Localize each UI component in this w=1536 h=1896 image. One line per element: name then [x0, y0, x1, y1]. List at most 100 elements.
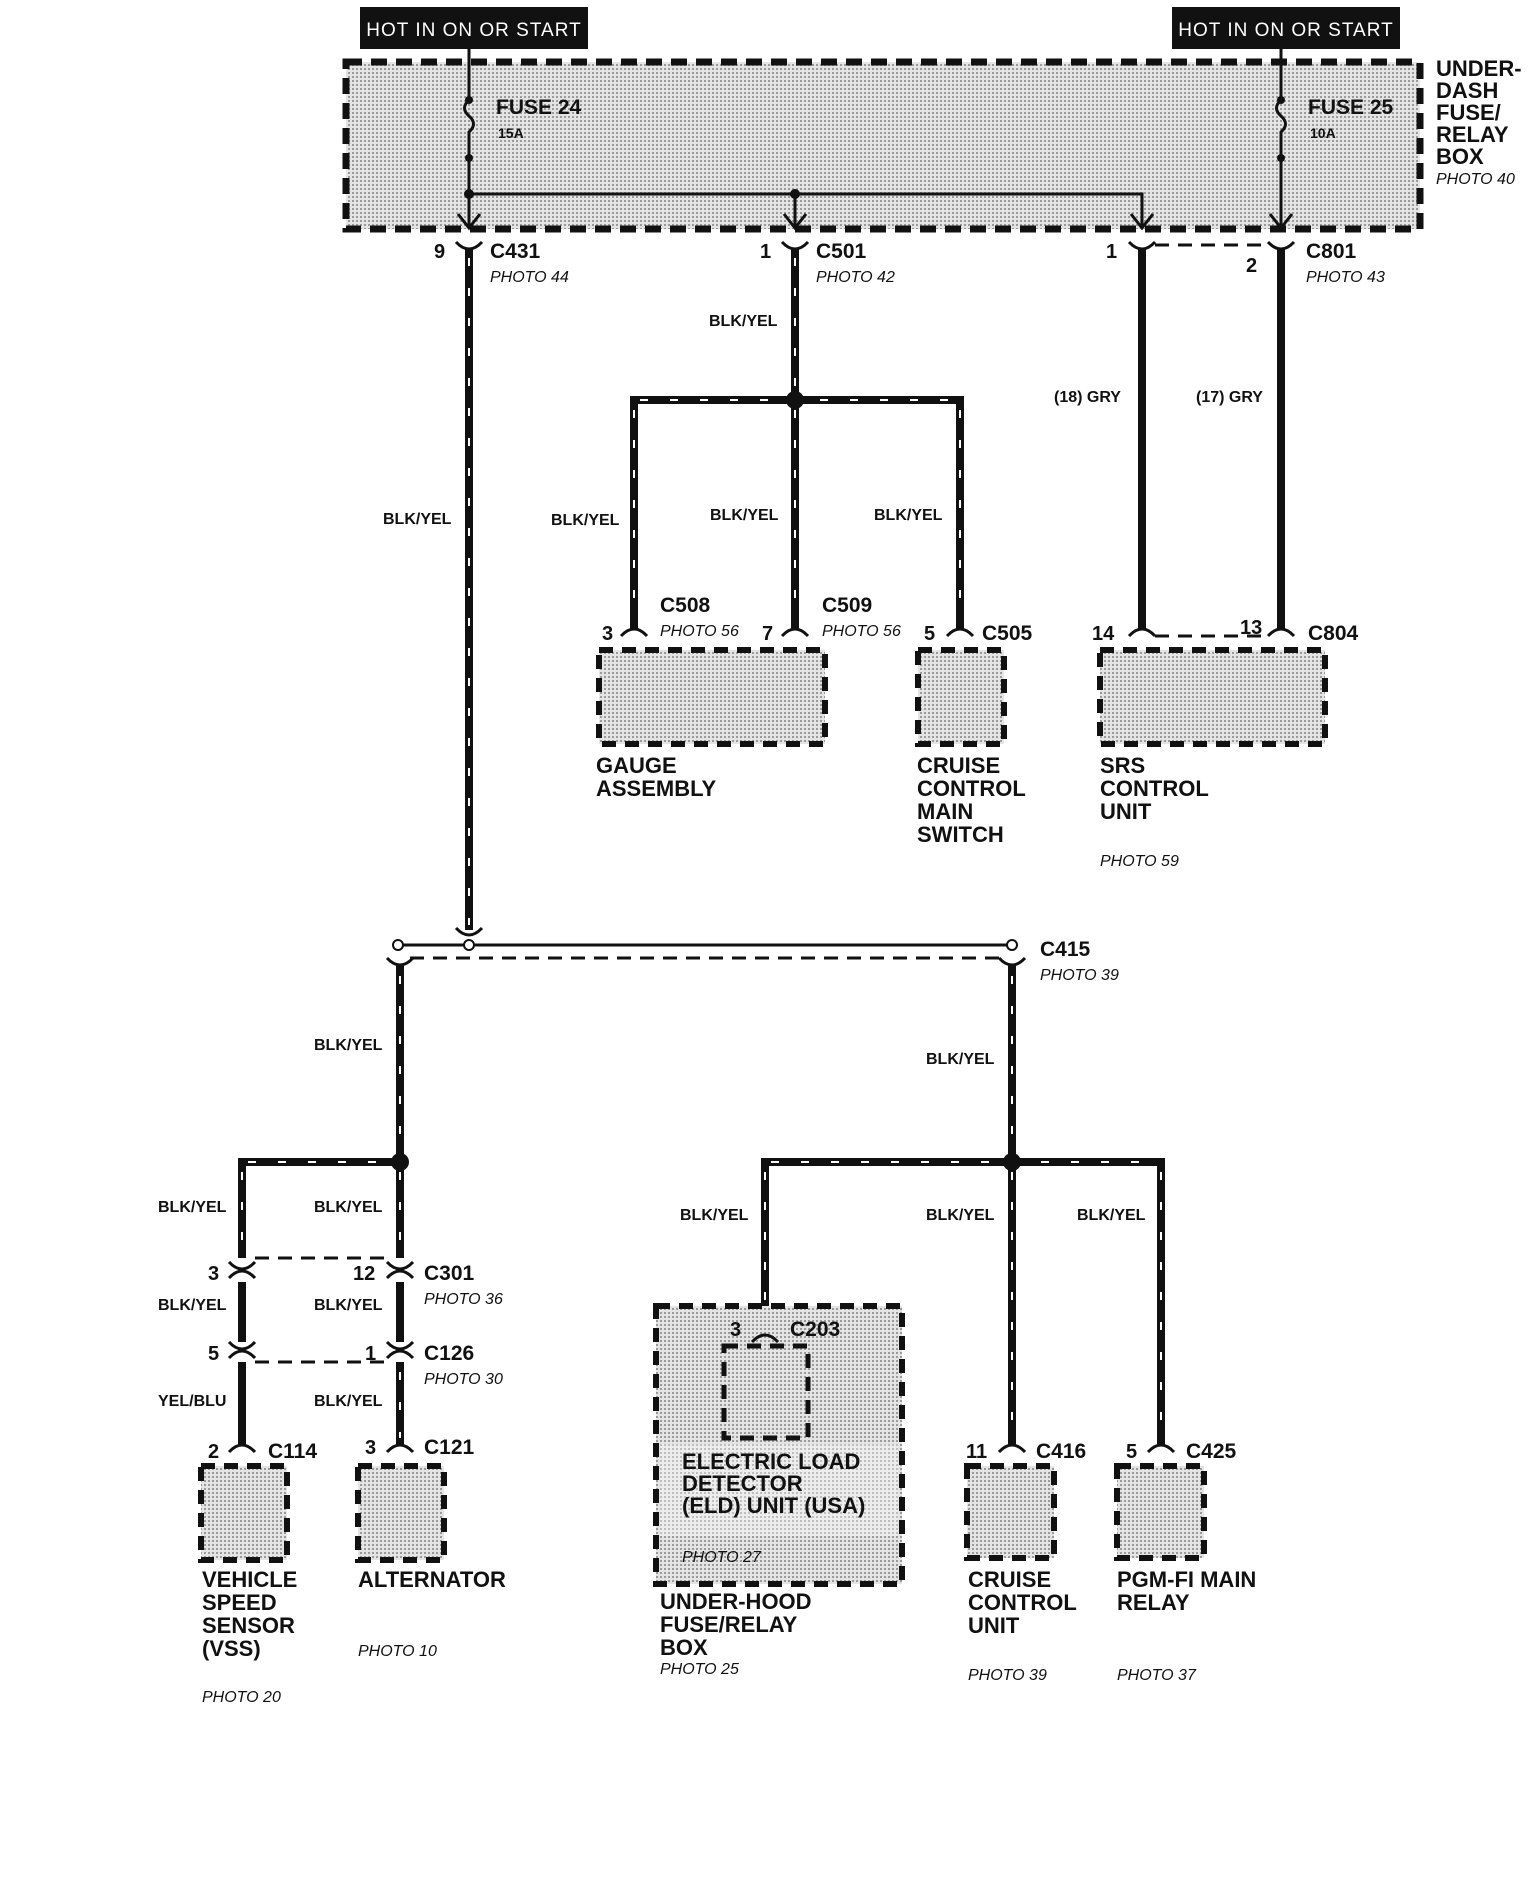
- connector-c416: 11 C416: [966, 1440, 1086, 1463]
- underdash-fuse-box: [342, 58, 1424, 233]
- fuse-box-label-line: UNDER-: [1436, 56, 1522, 81]
- eld-label-line: ELECTRIC LOAD: [682, 1449, 860, 1474]
- wire-label: BLK/YEL: [926, 1051, 995, 1068]
- c804-pin-a: 14: [1092, 623, 1115, 645]
- pgmfi-photo: PHOTO 37: [1117, 1667, 1197, 1684]
- c126-pin-a: 5: [208, 1343, 219, 1365]
- connector-c801: 1 2 C801 PHOTO 43: [1106, 240, 1385, 286]
- alternator-photo: PHOTO 10: [358, 1643, 437, 1660]
- c509-id: C509: [822, 594, 872, 617]
- alternator-box: [355, 1463, 447, 1563]
- underhood-photo: PHOTO 25: [660, 1661, 739, 1678]
- wire-label: BLK/YEL: [314, 1393, 383, 1410]
- fuse-24-symbol: [463, 49, 475, 226]
- c431-id: C431: [490, 240, 541, 263]
- eld-label: ELECTRIC LOAD DETECTOR (ELD) UNIT (USA) …: [682, 1449, 865, 1566]
- c801-pin-a: 1: [1106, 241, 1117, 263]
- c804-id: C804: [1308, 622, 1359, 645]
- c203-pin: 3: [730, 1319, 741, 1341]
- connector-c431: 9 C431 PHOTO 44: [434, 240, 569, 286]
- wire-label: BLK/YEL: [314, 1199, 383, 1216]
- c416-pin: 11: [966, 1441, 987, 1463]
- wire-label: BLK/YEL: [158, 1297, 227, 1314]
- connector-c415: C415 PHOTO 39: [385, 926, 1119, 984]
- power-source-left: HOT IN ON OR START: [360, 7, 588, 49]
- power-source-right: HOT IN ON OR START: [1172, 7, 1400, 49]
- connector-c121: 3 C121: [365, 1436, 475, 1459]
- underhood-label-line: BOX: [660, 1635, 708, 1660]
- pgmfi-label: PGM-FI MAIN RELAY PHOTO 37: [1117, 1567, 1256, 1684]
- fuse-box-terminals: [456, 213, 1294, 231]
- c126-photo: PHOTO 30: [424, 1371, 503, 1388]
- connector-c126: 5 1 C126 PHOTO 30: [208, 1340, 503, 1388]
- c509-photo: PHOTO 56: [822, 623, 901, 640]
- c301-photo: PHOTO 36: [424, 1291, 503, 1308]
- c501-pin: 1: [760, 241, 771, 263]
- vss-box: [198, 1463, 290, 1563]
- cruise-switch-box: [915, 647, 1007, 747]
- wire-label: BLK/YEL: [874, 507, 943, 524]
- cruise-switch-label: CRUISE CONTROL MAIN SWITCH: [917, 753, 1026, 847]
- vss-label: VEHICLE SPEED SENSOR (VSS) PHOTO 20: [202, 1567, 297, 1706]
- fuse-box-label-line: BOX: [1436, 144, 1484, 169]
- internal-bus: [469, 192, 1144, 226]
- fuse-box-label-line: RELAY: [1436, 122, 1509, 147]
- pgmfi-label-line: PGM-FI MAIN: [1117, 1567, 1256, 1592]
- pgmfi-main-relay-box: [1114, 1463, 1207, 1561]
- wire-label: BLK/YEL: [709, 313, 778, 330]
- fuse-box-label-line: DASH: [1436, 78, 1498, 103]
- fuse-25-name: FUSE 25: [1308, 96, 1394, 119]
- fuse-25-symbol: [1275, 49, 1287, 226]
- wire-label: BLK/YEL: [1077, 1207, 1146, 1224]
- c801-pin-b: 2: [1246, 255, 1257, 277]
- c508-id: C508: [660, 594, 711, 617]
- wire-label-gry-17: (17) GRY: [1196, 389, 1263, 406]
- cruise-unit-label: CRUISE CONTROL UNIT PHOTO 39: [968, 1567, 1077, 1684]
- fuse-24-rating: 15A: [498, 125, 524, 141]
- srs-label-line: UNIT: [1100, 799, 1152, 824]
- c301-pin-a: 3: [208, 1263, 219, 1285]
- srs-label: SRS CONTROL UNIT PHOTO 59: [1100, 753, 1209, 870]
- c501-photo: PHOTO 42: [816, 269, 895, 286]
- connector-c301: 3 12 C301 PHOTO 36: [208, 1256, 503, 1308]
- fuse-box-label-line: FUSE/: [1436, 100, 1501, 125]
- alternator-label-line: ALTERNATOR: [358, 1567, 506, 1592]
- c114-id: C114: [268, 1440, 317, 1463]
- wire-label: BLK/YEL: [710, 507, 779, 524]
- wire-label: BLK/YEL: [926, 1207, 995, 1224]
- gauge-label-line: ASSEMBLY: [596, 776, 717, 801]
- cruise-control-unit-box: [964, 1463, 1057, 1561]
- connector-c509: 7 C509 PHOTO 56: [762, 594, 901, 645]
- c415-id: C415: [1040, 938, 1091, 961]
- srs-label-line: CONTROL: [1100, 776, 1209, 801]
- c801-photo: PHOTO 43: [1306, 269, 1385, 286]
- vss-label-line: SENSOR: [202, 1613, 295, 1638]
- connector-c501: 1 C501 PHOTO 42: [760, 240, 895, 286]
- c126-id: C126: [424, 1342, 474, 1365]
- wire-label: BLK/YEL: [314, 1297, 383, 1314]
- fuse-25-rating: 10A: [1310, 125, 1336, 141]
- cruise-unit-photo: PHOTO 39: [968, 1667, 1047, 1684]
- c416-id: C416: [1036, 1440, 1086, 1463]
- fuse-24-name: FUSE 24: [496, 96, 582, 119]
- vss-label-line: VEHICLE: [202, 1567, 297, 1592]
- underhood-label-line: UNDER-HOOD: [660, 1589, 812, 1614]
- c508-pin: 3: [602, 623, 613, 645]
- c431-pin: 9: [434, 241, 445, 263]
- underhood-label: UNDER-HOOD FUSE/RELAY BOX PHOTO 25: [660, 1589, 812, 1678]
- connector-c505: 5 C505: [924, 622, 1033, 645]
- c501-id: C501: [816, 240, 867, 263]
- wire-label-gry-18: (18) GRY: [1054, 389, 1121, 406]
- eld-photo: PHOTO 27: [682, 1549, 762, 1566]
- c508-photo: PHOTO 56: [660, 623, 739, 640]
- cruise-unit-label-line: UNIT: [968, 1613, 1020, 1638]
- c801-id: C801: [1306, 240, 1357, 263]
- connector-c203: 3 C203: [730, 1318, 840, 1344]
- c425-id: C425: [1186, 1440, 1237, 1463]
- fuse-box-photo: PHOTO 40: [1436, 171, 1515, 188]
- alternator-label: ALTERNATOR PHOTO 10: [358, 1567, 506, 1660]
- c126-pin-b: 1: [365, 1343, 376, 1365]
- connector-c114: 2 C114: [208, 1440, 317, 1463]
- cruise-switch-label-line: CONTROL: [917, 776, 1026, 801]
